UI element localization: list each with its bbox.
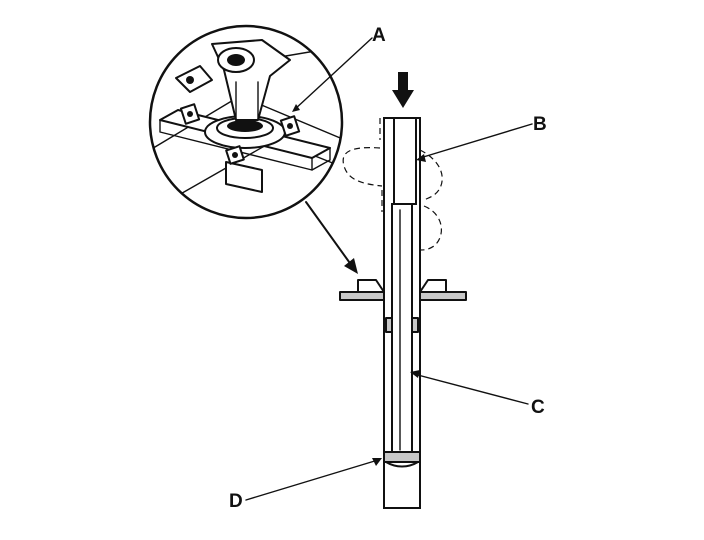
right-press-block [419,291,467,301]
callout-label-a: A [372,25,386,46]
detail-pointer-arrow [305,201,358,274]
leader-line-a [293,37,373,111]
strut-outline [342,118,443,251]
press-blocks [339,279,467,301]
lower-seat [383,451,421,463]
detail-inset [148,24,344,220]
leader-line-c [413,373,529,405]
press-force-arrow [392,72,414,108]
leader-line-d [245,459,379,501]
callout-label-b: B [533,114,547,135]
leader-line-b [419,123,533,159]
shaft-assembly [383,117,421,509]
callout-label-d: D [229,491,243,512]
callout-label-c: C [531,397,545,418]
left-press-block [339,291,385,301]
inner-rod [391,203,413,455]
press-piece-upper [393,117,417,205]
